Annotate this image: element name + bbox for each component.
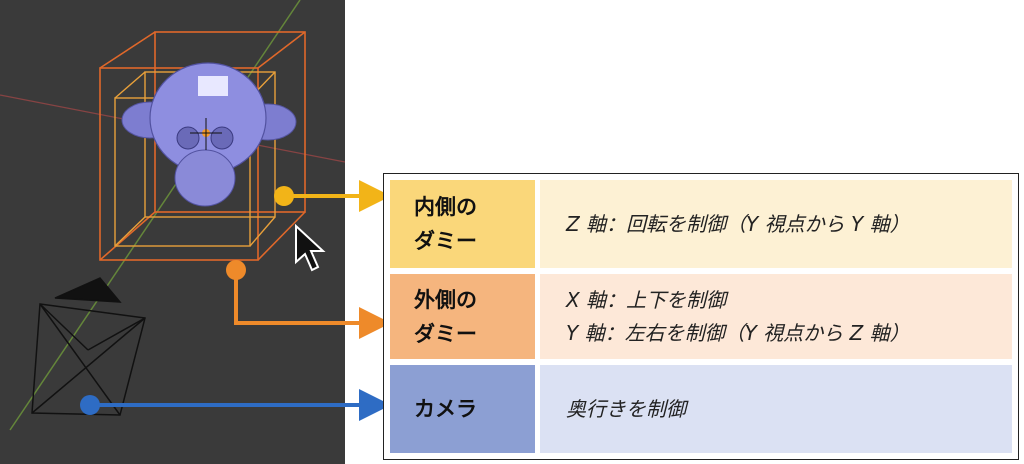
camera-frustum-icon xyxy=(31,277,146,416)
control-legend-table: 内側の ダミー Z 軸：回転を制御（Y 視点から Y 軸） 外側の ダミー X … xyxy=(383,173,1019,460)
inner-dummy-label-line2: ダミー xyxy=(414,229,477,253)
outer-dummy-desc-line1: X 軸：上下を制御 xyxy=(566,287,727,312)
camera-row: カメラ 奥行きを制御 xyxy=(390,365,1012,453)
camera-desc: 奥行きを制御 xyxy=(540,365,1012,453)
inner-dummy-label-line1: 内側の xyxy=(414,195,477,219)
outer-dummy-label-line2: ダミー xyxy=(414,321,477,346)
outer-dummy-desc: X 軸：上下を制御 Y 軸：左右を制御（Y 視点から Z 軸） xyxy=(540,274,1012,359)
outer-dummy-desc-line2: Y 軸：左右を制御（Y 視点から Z 軸） xyxy=(566,320,910,345)
inner-dummy-desc-line1: Z 軸：回転を制御（Y 視点から Y 軸） xyxy=(566,211,910,236)
camera-label-line1: カメラ xyxy=(414,397,477,421)
outer-dummy-box xyxy=(99,31,306,261)
outer-dummy-label-line1: 外側の xyxy=(414,287,477,312)
inner-dummy-desc: Z 軸：回転を制御（Y 視点から Y 軸） xyxy=(540,180,1012,268)
inner-dummy-row: 内側の ダミー Z 軸：回転を制御（Y 視点から Y 軸） xyxy=(390,180,1012,268)
3d-viewport xyxy=(0,0,345,464)
camera-label: カメラ xyxy=(390,365,535,453)
outer-dummy-label: 外側の ダミー xyxy=(390,274,535,359)
camera-desc-line1: 奥行きを制御 xyxy=(566,396,686,421)
outer-dummy-row: 外側の ダミー X 軸：上下を制御 Y 軸：左右を制御（Y 視点から Z 軸） xyxy=(390,274,1012,359)
mouse-pointer-icon xyxy=(295,223,326,272)
inner-dummy-label: 内側の ダミー xyxy=(390,180,535,268)
monkey-head-icon xyxy=(121,62,297,207)
